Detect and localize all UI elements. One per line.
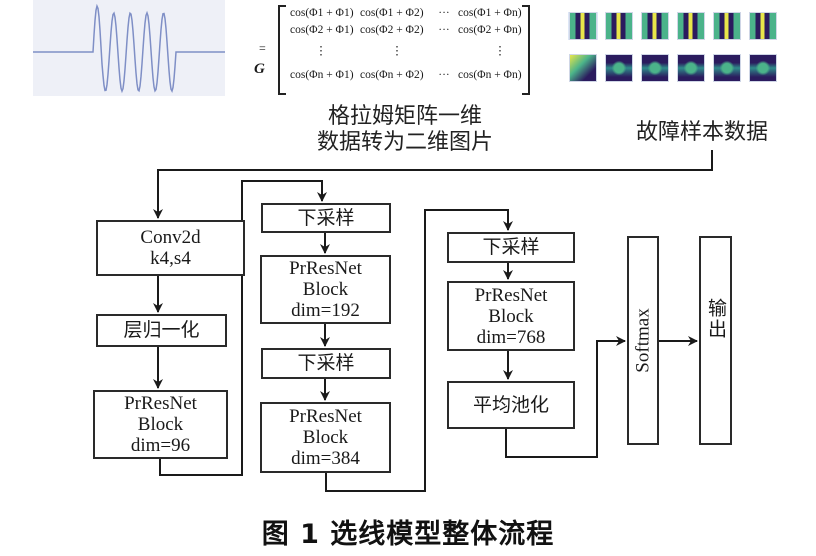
connector-block96-to-down1 [159, 180, 327, 476]
matrix-cell: cos(Φ2 + Φ2) [360, 24, 424, 36]
average-pooling-box: 平均池化 [447, 381, 575, 429]
heatmap-image [677, 12, 705, 40]
downsample-box-3: 下采样 [447, 232, 575, 263]
heatmap-image [605, 12, 633, 40]
matrix-row: cos(Φ2 + Φ1) cos(Φ2 + Φ2) ··· cos(Φ2 + Φn) [290, 24, 528, 36]
matrix-cell: cos(Φn + Φn) [458, 69, 522, 81]
matrix-symbol: G [254, 61, 265, 77]
gram-thumbnail [748, 54, 778, 82]
heatmap-image [677, 54, 705, 82]
prresnet-block-768-label: PrResNet Block dim=768 [474, 284, 548, 348]
layer-norm-label: 层归一化 [123, 320, 200, 341]
downsample-box-1: 下采样 [261, 203, 391, 233]
matrix-cell: ⋮ [494, 45, 506, 57]
gram-thumbnail [604, 54, 634, 82]
conv2d-box: Conv2d k4,s4 [96, 220, 245, 276]
gram-transform-label: 格拉姆矩阵一维 数据转为二维图片 [300, 104, 510, 156]
gram-thumbnail [676, 54, 706, 82]
gram-thumbnail [712, 54, 742, 82]
heatmap-image [641, 54, 669, 82]
matrix-equals: = [259, 41, 266, 55]
output-label: 输出 [705, 298, 726, 340]
matrix-right-bracket [522, 5, 530, 95]
matrix-cell: cos(Φ1 + Φ2) [360, 7, 424, 19]
heatmap-image [569, 54, 597, 82]
matrix-row: cos(Φ1 + Φ1) cos(Φ1 + Φ2) ··· cos(Φ1 + Φn) [290, 7, 528, 19]
matrix-row: cos(Φn + Φ1) cos(Φn + Φ2) ··· cos(Φn + Φn) [290, 69, 528, 81]
softmax-label: Softmax [632, 308, 654, 373]
matrix-cell: ⋮ [391, 45, 403, 57]
downsample-label-3: 下采样 [482, 237, 540, 258]
gram-thumbnail [640, 12, 670, 40]
prresnet-block-192-label: PrResNet Block dim=192 [289, 258, 362, 321]
average-pooling-label: 平均池化 [472, 394, 549, 416]
matrix-cell: cos(Φ1 + Φ1) [290, 7, 354, 19]
downsample-label-1: 下采样 [297, 207, 355, 229]
heatmap-image [749, 12, 777, 40]
matrix-cell: cos(Φ2 + Φ1) [290, 24, 354, 36]
gram-thumbnail [568, 54, 598, 82]
prresnet-block-384: PrResNet Block dim=384 [260, 402, 391, 473]
waveform-plot [33, 3, 225, 94]
softmax-box: Softmax [627, 236, 659, 445]
matrix-cell: cos(Φ1 + Φn) [458, 7, 522, 19]
fault-sample-data-label: 故障样本数据 [635, 120, 768, 145]
prresnet-block-192: PrResNet Block dim=192 [260, 255, 391, 324]
prresnet-block-96-label: PrResNet Block dim=96 [124, 393, 197, 456]
heatmap-image [713, 54, 741, 82]
heatmap-image [569, 12, 597, 40]
gram-thumbnail [712, 12, 742, 40]
matrix-cell: cos(Φn + Φ2) [360, 69, 424, 81]
downsample-box-2: 下采样 [261, 348, 391, 379]
gram-thumbnail [640, 54, 670, 82]
gram-label-line2: 数据转为二维图片 [316, 130, 493, 155]
waveform-image [33, 0, 225, 96]
gram-thumbnail [568, 12, 598, 40]
heatmap-image [605, 54, 633, 82]
matrix-cell: ⋮ [315, 45, 327, 57]
gram-thumbnail [676, 12, 706, 40]
matrix-cell: cos(Φ2 + Φn) [458, 24, 522, 36]
gram-matrix: = G cos(Φ1 + Φ1)cos(Φ1 + Φ2)···cos(Φ1 + … [250, 3, 540, 95]
matrix-cell: ··· [438, 7, 450, 19]
heatmap-image [713, 12, 741, 40]
matrix-left-bracket [278, 5, 286, 95]
conv2d-label: Conv2d k4,s4 [140, 227, 201, 269]
prresnet-block-768: PrResNet Block dim=768 [447, 281, 575, 351]
matrix-cell: cos(Φn + Φ1) [290, 69, 354, 81]
prresnet-block-96: PrResNet Block dim=96 [93, 390, 228, 459]
heatmap-image [749, 54, 777, 82]
waveform-line [33, 3, 225, 94]
matrix-row: ⋮ ⋮ ⋮ [290, 43, 530, 57]
connector-block384-to-down3 [325, 209, 513, 492]
downsample-label-2: 下采样 [297, 353, 355, 374]
heatmap-image [641, 12, 669, 40]
output-box: 输出 [699, 236, 732, 445]
matrix-cell: ··· [438, 69, 450, 81]
connector-avgpool-to-softmax [505, 336, 626, 458]
layer-norm-box: 层归一化 [96, 314, 227, 347]
connector-input-to-conv [153, 150, 713, 219]
gram-thumbnail [604, 12, 634, 40]
matrix-cell: ··· [438, 24, 450, 36]
prresnet-block-384-label: PrResNet Block dim=384 [289, 406, 362, 469]
gram-image-thumbnails [568, 8, 798, 96]
figure-caption: 图 1 选线模型整体流程 [261, 519, 555, 550]
gram-label-line1: 格拉姆矩阵一维 [327, 104, 482, 129]
gram-thumbnail [748, 12, 778, 40]
